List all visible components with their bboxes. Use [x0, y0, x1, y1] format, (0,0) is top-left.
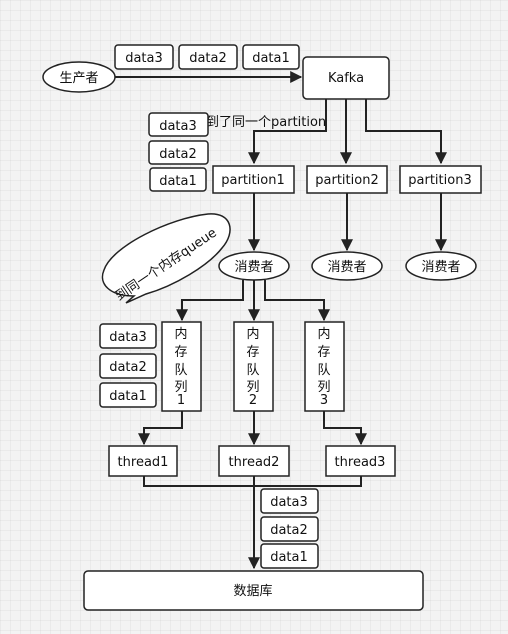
consumer3-node: 消费者 [405, 251, 477, 281]
thread3-node: thread3 [325, 445, 396, 477]
memory-queue-1: 内 存 队 列 1 [161, 321, 202, 412]
partition-data-stack: data3 data2 data1 [148, 112, 209, 192]
thread2-node: thread2 [218, 445, 290, 477]
database-data-stack: data3 data2 data1 [260, 488, 319, 569]
queue3-to-thread3-arrow [323, 411, 367, 446]
kafka-node: Kafka [302, 56, 390, 100]
queue2-char-2: 存 [246, 345, 259, 360]
queue1-char-5: 1 [177, 393, 185, 408]
same-partition-note: 到了同一个partition [206, 115, 326, 130]
thread1-node: thread1 [108, 445, 178, 477]
top-data3-label: data3 [125, 51, 163, 66]
queue-stack-data1: data1 [109, 389, 147, 404]
queue3-char-5: 3 [320, 393, 328, 408]
producer-node: 生产者 [42, 61, 116, 93]
db-stack-data1: data1 [270, 550, 308, 565]
queue2-char-1: 内 [246, 326, 259, 342]
partition3-node: partition3 [399, 165, 482, 194]
kafka-to-partition1-arrow [248, 99, 327, 165]
top-data-labels: data3 data2 data1 [114, 44, 300, 70]
queue-data-stack: data3 data2 data1 [99, 323, 157, 408]
consumer-to-queue3-arrow [264, 280, 330, 322]
consumer1-label: 消费者 [234, 260, 273, 275]
memory-queue-2: 内 存 队 列 2 [233, 321, 274, 412]
db-stack-data3: data3 [270, 495, 308, 510]
db-stack-data2: data2 [270, 523, 308, 538]
queue1-char-1: 内 [174, 326, 187, 342]
queue3-char-3: 队 [317, 363, 330, 378]
queue2-char-5: 2 [249, 393, 257, 408]
partition-stack-data2: data2 [159, 147, 197, 162]
queue1-char-4: 列 [174, 380, 187, 395]
consumer3-label: 消费者 [421, 260, 460, 275]
thread2-label: thread2 [229, 455, 280, 470]
database-node: 数据库 [83, 570, 424, 611]
thread3-label: thread3 [335, 455, 386, 470]
consumer2-node: 消费者 [311, 251, 383, 281]
top-data1-label: data1 [252, 51, 290, 66]
memory-queue-3: 内 存 队 列 3 [304, 321, 345, 412]
partition2-label: partition2 [315, 173, 378, 188]
partition1-label: partition1 [221, 173, 284, 188]
queue3-char-2: 存 [317, 345, 330, 360]
threads-merge-line [143, 476, 362, 487]
queue2-char-3: 队 [246, 363, 259, 378]
kafka-to-partition3-arrow [365, 99, 447, 165]
queue2-char-4: 列 [246, 380, 259, 395]
queue3-char-4: 列 [317, 380, 330, 395]
queue1-char-2: 存 [174, 345, 187, 360]
queue-stack-data2: data2 [109, 360, 147, 375]
consumer-to-queue1-arrow [176, 280, 244, 322]
queue1-char-3: 队 [174, 363, 187, 378]
queue3-char-1: 内 [317, 326, 330, 342]
top-data2-label: data2 [189, 51, 227, 66]
callout-bubble: 到同一个内存queue [101, 213, 231, 304]
partition1-node: partition1 [212, 165, 295, 194]
partition2-node: partition2 [306, 165, 388, 194]
queue1-to-thread1-arrow [138, 411, 183, 446]
thread1-label: thread1 [118, 455, 169, 470]
partition-stack-data3: data3 [159, 119, 197, 134]
partition-stack-data1: data1 [159, 174, 197, 189]
kafka-label: Kafka [328, 71, 364, 86]
consumer2-label: 消费者 [327, 260, 366, 275]
database-label: 数据库 [233, 583, 272, 599]
producer-label: 生产者 [59, 71, 98, 86]
partition3-label: partition3 [408, 173, 471, 188]
consumer1-node: 消费者 [218, 251, 290, 281]
queue-stack-data3: data3 [109, 330, 147, 345]
